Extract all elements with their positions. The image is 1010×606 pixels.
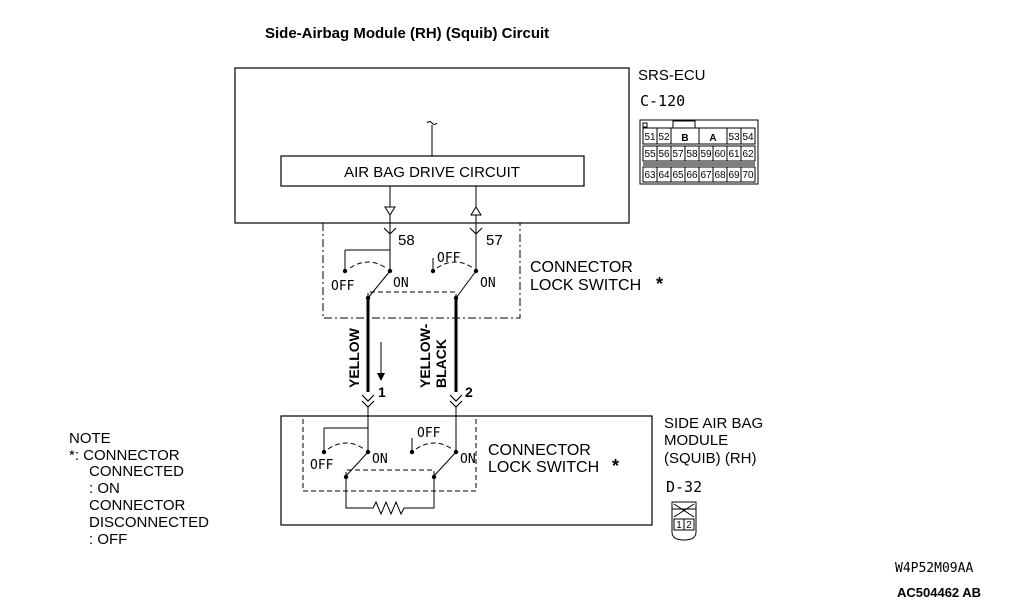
air-bag-drive-circuit-box <box>280 155 585 187</box>
module-lock-switch-label-2: LOCK SWITCH <box>488 459 599 476</box>
diagram-code-1: W4P52M09AA <box>895 561 973 576</box>
diagram-title: Side-Airbag Module (RH) (Squib) Circuit <box>265 25 549 42</box>
wire-right-color-1: YELLOW- <box>417 323 433 388</box>
connector-pin-2-icon <box>449 394 463 408</box>
ecu-pin-58-label: 58 <box>398 232 415 249</box>
ecu-name: SRS-ECU <box>638 67 706 84</box>
module-switch-left-lever <box>345 451 369 477</box>
c120-pin: 66 <box>686 170 698 181</box>
c120-pin: 63 <box>644 170 656 181</box>
c120-pin: 61 <box>728 149 740 160</box>
d32-pin: 1 <box>676 520 682 531</box>
c120-pin: B <box>681 133 688 144</box>
c120-pin: 58 <box>686 149 698 160</box>
note-line-2: CONNECTED <box>89 463 184 480</box>
ac-power-symbol-icon <box>426 121 438 125</box>
module-switch-right-off: OFF <box>417 426 441 441</box>
module-lock-switch-asterisk: * <box>612 456 619 476</box>
d32-pin: 2 <box>686 520 692 531</box>
wire-right-color-2: BLACK <box>433 339 449 388</box>
ecu-lock-switch-asterisk: * <box>656 274 663 294</box>
c120-pin: 59 <box>700 149 712 160</box>
wire-left-color: YELLOW <box>346 327 362 388</box>
wire-left-pin: 1 <box>378 384 386 400</box>
module-name-2: MODULE <box>664 432 728 449</box>
srs-ecu-box <box>234 67 630 224</box>
ecu-switch-right-off: OFF <box>437 251 461 266</box>
ecu-lock-switch-boundary <box>322 223 521 319</box>
module-switch-right-on: ON <box>460 452 476 467</box>
ecu-switch-left-on: ON <box>393 276 409 291</box>
wire-right-pin: 2 <box>465 384 473 400</box>
c120-pin: 70 <box>742 170 754 181</box>
module-lock-switch-boundary <box>302 415 477 492</box>
ecu-switch-right-on: ON <box>480 276 496 291</box>
note-line-3: : ON <box>89 480 120 497</box>
c120-pin: 51 <box>644 132 656 143</box>
c120-pin: 57 <box>672 149 684 160</box>
ecu-switch-left-lever <box>367 270 391 299</box>
module-name-1: SIDE AIR BAG <box>664 415 763 432</box>
c120-pin: 52 <box>658 132 670 143</box>
diagram-code-2: AC504462 AB <box>897 585 981 600</box>
c120-pin: 60 <box>714 149 726 160</box>
c120-pin: 55 <box>644 149 656 160</box>
c120-connector-face: 51 52 B A 53 54 55 56 57 58 59 60 61 62 … <box>639 119 759 185</box>
module-connector-id: D-32 <box>666 478 702 496</box>
note-line-1: *: CONNECTOR <box>69 447 180 464</box>
c120-pin: 53 <box>728 132 740 143</box>
c120-pin: 54 <box>742 132 754 143</box>
c120-pin: 68 <box>714 170 726 181</box>
ecu-lock-switch-label-1: CONNECTOR <box>530 259 633 276</box>
current-flow-arrow-icon <box>377 373 385 381</box>
note-line-5: DISCONNECTED <box>89 514 209 531</box>
ecu-lock-switch-label-2: LOCK SWITCH <box>530 277 641 294</box>
module-switch-right-lever <box>433 451 457 477</box>
air-bag-drive-circuit-label: AIR BAG DRIVE CIRCUIT <box>344 164 520 181</box>
input-arrow-up-icon <box>470 206 482 216</box>
module-lock-switch-label-1: CONNECTOR <box>488 442 591 459</box>
note-line-6: : OFF <box>89 531 127 548</box>
c120-pin: 67 <box>700 170 712 181</box>
module-switch-left-off: OFF <box>310 458 334 473</box>
c120-pin: 56 <box>658 149 670 160</box>
c120-pin: 65 <box>672 170 684 181</box>
module-name-3: (SQUIB) (RH) <box>664 450 757 467</box>
output-arrow-down-icon <box>384 206 396 216</box>
ecu-connector-id: C-120 <box>640 92 685 110</box>
c120-pin: 69 <box>728 170 740 181</box>
ecu-switch-right-lever <box>455 270 477 299</box>
note-heading: NOTE <box>69 430 111 447</box>
d32-connector-face: 1 2 <box>671 501 697 541</box>
ecu-switch-left-off: OFF <box>331 279 355 294</box>
connector-pin-1-icon <box>361 394 375 408</box>
c120-pin: A <box>709 133 716 144</box>
note-line-4: CONNECTOR <box>89 497 186 514</box>
c120-pin: 64 <box>658 170 670 181</box>
module-switch-left-on: ON <box>372 452 388 467</box>
c120-pin: 62 <box>742 149 754 160</box>
ecu-pin-57-label: 57 <box>486 232 503 249</box>
squib-resistor-icon <box>345 477 435 516</box>
